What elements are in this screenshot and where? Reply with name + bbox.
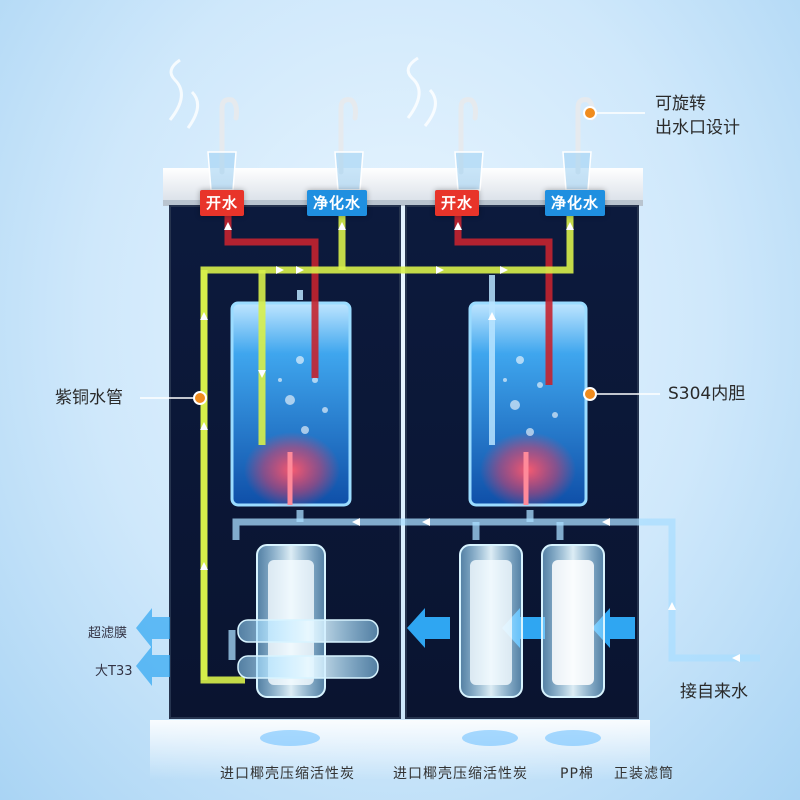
- outlet-tag-hot-1: 开水: [200, 190, 245, 216]
- callout-rotating-outlet-line2: 出水口设计: [655, 118, 740, 138]
- label-ultrafiltration: 超滤膜: [88, 626, 128, 641]
- callout-rotating-outlet-line1: 可旋转: [655, 94, 706, 114]
- bottom-label-carbon-1: 进口椰壳压缩活性炭: [220, 766, 355, 782]
- copper-pipe: [200, 210, 574, 684]
- steam-icon: [168, 56, 437, 129]
- faucet-icon: [219, 97, 595, 175]
- heating-rod: [287, 452, 529, 505]
- membrane-filter: [237, 619, 379, 679]
- flow-arrow-icon: [200, 222, 740, 662]
- floor-light: [260, 730, 601, 746]
- callout-dot-icon: [193, 106, 597, 405]
- raw-water-pipe: [228, 510, 760, 662]
- outlet-tag-pure-1: 净化水: [307, 190, 368, 216]
- bottom-label-pp: PP棉: [560, 766, 594, 782]
- cup-icon: [207, 151, 592, 191]
- callout-rotating-outlet: 可旋转 出水口设计: [655, 92, 740, 140]
- callout-tap-water: 接自来水: [680, 682, 748, 702]
- bubbles: [278, 356, 558, 436]
- pure-water-pipe: [297, 275, 495, 445]
- bottom-label-carbon-2: 进口椰壳压缩活性炭: [393, 766, 528, 782]
- outlet-tag-pure-2: 净化水: [545, 190, 606, 216]
- label-big-t33: 大T33: [95, 664, 133, 679]
- callout-line: [140, 112, 660, 399]
- bottom-label-cartridge: 正装滤筒: [614, 766, 674, 782]
- callout-inner-tank: S304内胆: [668, 384, 746, 404]
- outlet-tag-hot-2: 开水: [435, 190, 480, 216]
- floor-reflection: [150, 720, 650, 780]
- callout-copper-pipe: 紫铜水管: [55, 388, 123, 408]
